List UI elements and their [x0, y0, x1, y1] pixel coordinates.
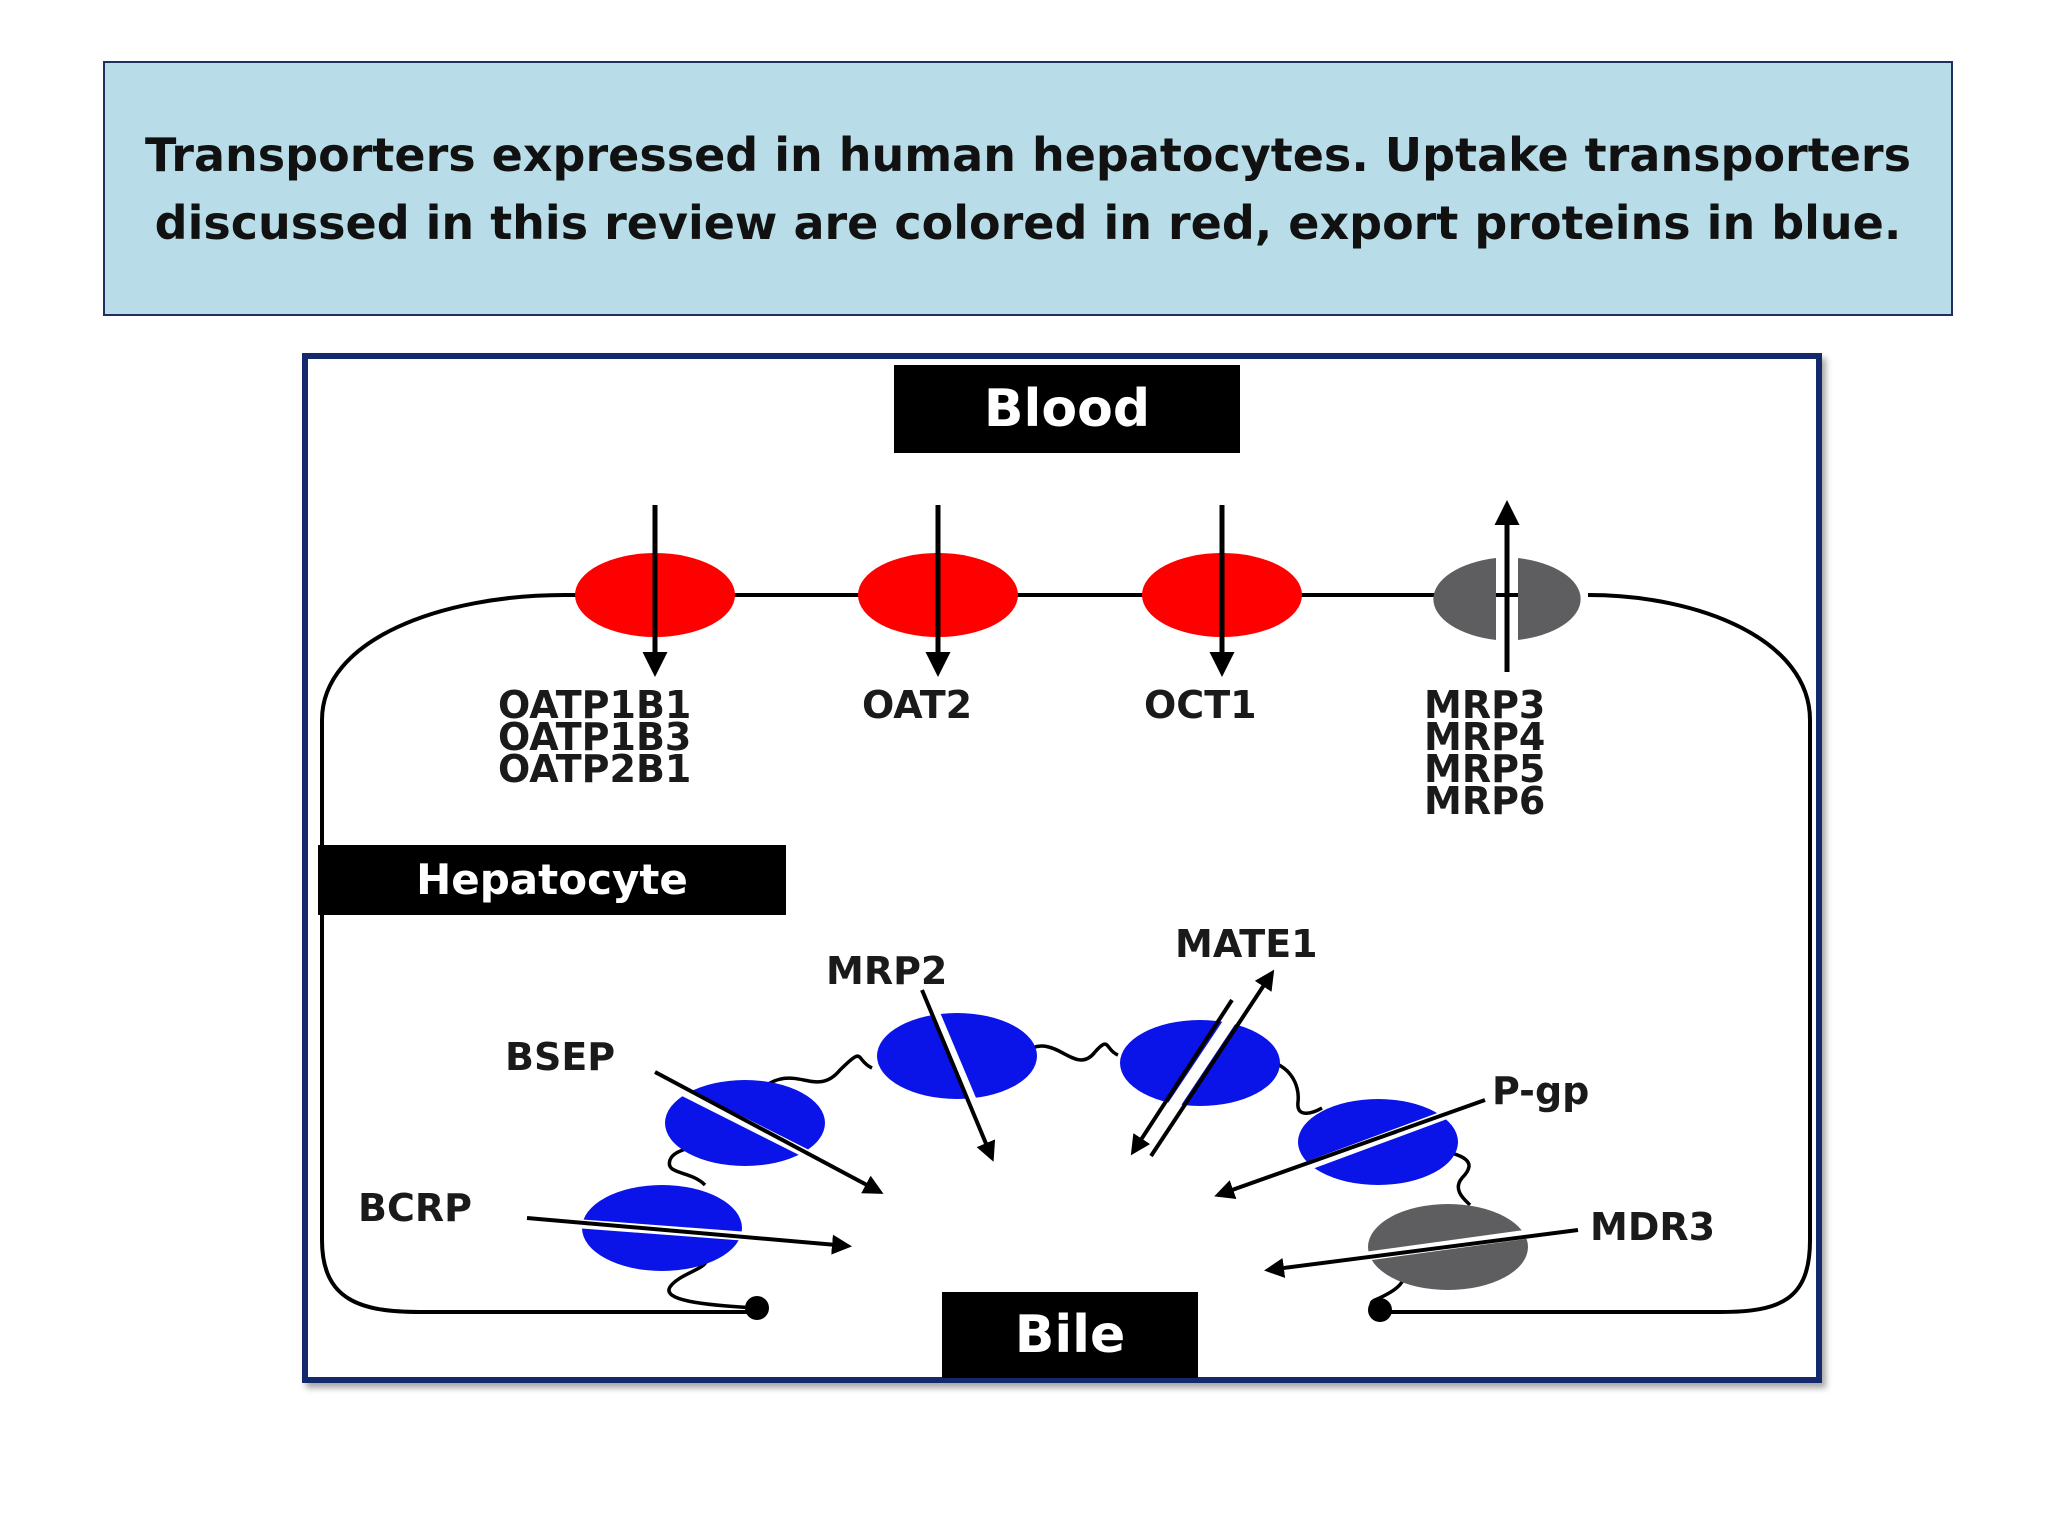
- oct1-label: OCT1: [1144, 683, 1257, 727]
- mrp4-label: MRP4: [1424, 715, 1545, 759]
- bsep-efflux-arrow: [654, 1070, 884, 1194]
- mate1-label: MATE1: [1175, 922, 1318, 966]
- bile-label-box: [942, 1292, 1198, 1378]
- mate1-split: [1167, 1014, 1237, 1112]
- oat2-label: OAT2: [862, 683, 972, 727]
- canalicular-end-right: [1368, 1298, 1392, 1322]
- figure-frame: [302, 353, 1822, 1383]
- mate1-arrow-in: [1130, 998, 1234, 1156]
- pgp-efflux-arrow: [1214, 1098, 1486, 1200]
- mrp2-split: [930, 1010, 977, 1102]
- mrp6-label: MRP6: [1424, 779, 1545, 823]
- mrp5-label: MRP5: [1424, 747, 1545, 791]
- title-line-1: Transporters expressed in human hepatocy…: [144, 127, 1911, 182]
- pgp-label: P-gp: [1492, 1069, 1589, 1113]
- blood-label: Blood: [984, 379, 1150, 439]
- mrp-transporter-left: [1433, 558, 1496, 640]
- mdr3-efflux-arrow: [1264, 1228, 1579, 1278]
- membrane-outline-right: [1382, 593, 1812, 1314]
- bcrp-efflux-arrow: [526, 1216, 852, 1255]
- blood-label-box: [894, 365, 1240, 453]
- mrp-transporter-right: [1518, 558, 1581, 640]
- oatp2b1-label: OATP2B1: [498, 747, 691, 791]
- mdr3-label: MDR3: [1590, 1205, 1715, 1249]
- mrp2-efflux-arrow: [920, 989, 996, 1162]
- oatp1b1-label: OATP1B1: [498, 683, 691, 727]
- mrp2-label: MRP2: [826, 949, 947, 993]
- hepatocyte-label-box: [318, 845, 786, 915]
- canalicular-end-left: [745, 1296, 769, 1320]
- oatp1b3-label: OATP1B3: [498, 715, 691, 759]
- title-box: Transporters expressed in human hepatocy…: [103, 61, 1953, 316]
- bile-label: Bile: [1015, 1305, 1126, 1365]
- bsep-label: BSEP: [505, 1035, 615, 1079]
- title-line-2: discussed in this review are colored in …: [154, 195, 1902, 250]
- mrp3-label: MRP3: [1424, 683, 1545, 727]
- bcrp-label: BCRP: [358, 1186, 472, 1230]
- membrane-outline-left: [320, 593, 760, 1314]
- canalicular-membrane-wave: [667, 1042, 1472, 1312]
- mate1-arrow-out: [1149, 969, 1275, 1158]
- hepatocyte-label: Hepatocyte: [416, 855, 688, 904]
